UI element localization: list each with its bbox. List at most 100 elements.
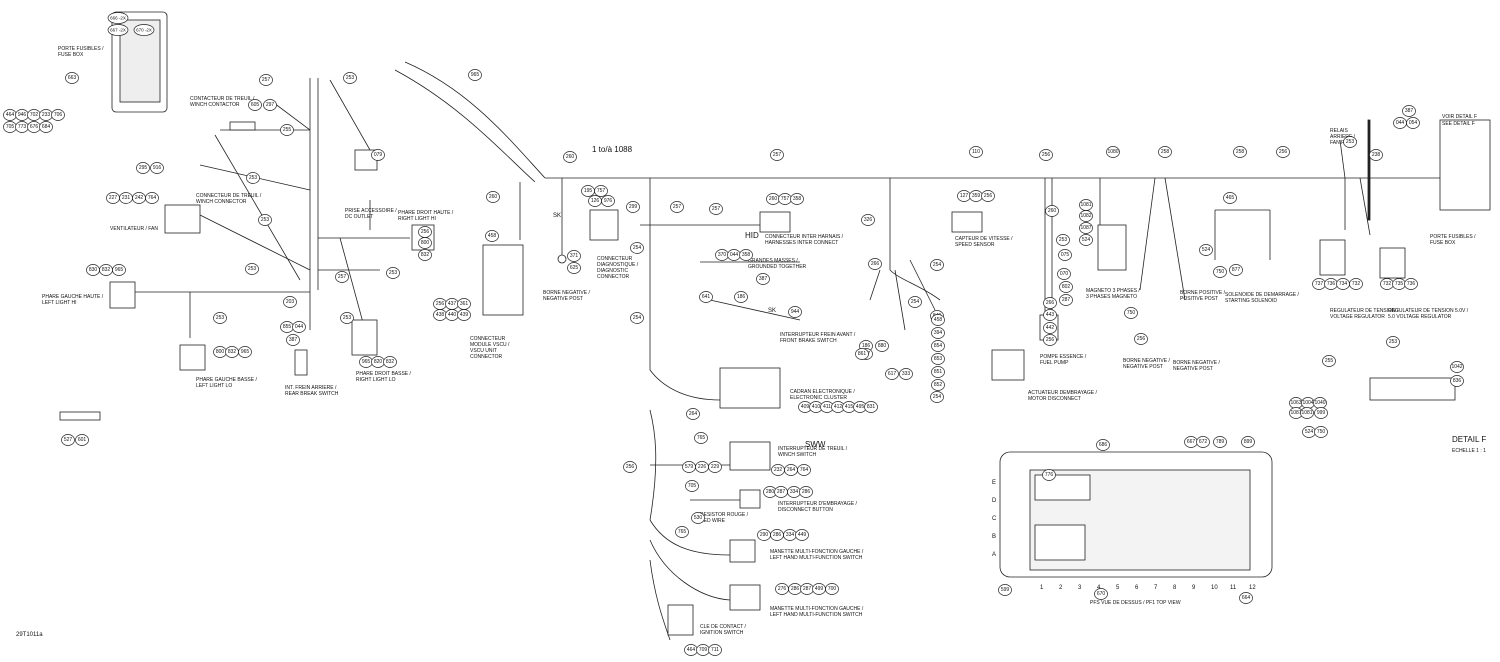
label-diag: DIAGNOSTIQUE / [597, 262, 639, 268]
ref-number: 666 -2X [110, 16, 126, 21]
ref-bubble: 800 [418, 237, 432, 249]
ref-bubble: 802 [1059, 281, 1073, 293]
grid-col-label: 2 [1059, 585, 1063, 591]
ref-bubble: 737 [1312, 278, 1326, 290]
left-lo-shape [179, 344, 206, 371]
ref-bubble-outline [1043, 334, 1057, 346]
ref-bubble-outline [1213, 436, 1227, 448]
left-multi2-shape [729, 584, 761, 611]
ref-number: 359 [972, 193, 981, 199]
label-dc-outlet: DC OUTLET [345, 214, 373, 220]
ref-bubble-outline [1322, 355, 1336, 367]
ref-bubble-outline [708, 461, 722, 473]
ref-bubble: 126 [588, 195, 602, 207]
ref-bubble-outline [875, 340, 889, 352]
label-diag: DIAGNOSTIC [597, 268, 629, 274]
ref-bubble: 253 [258, 214, 272, 226]
ref-number: 253 [389, 270, 398, 276]
ref-bubble: 976 [601, 195, 615, 207]
ref-bubble: 877 [1229, 264, 1243, 276]
ref-bubble: 599 [998, 584, 1012, 596]
ref-bubble: 852 [931, 379, 945, 391]
ref-bubble: 256 [418, 226, 432, 238]
label-fuse-box-tl: PORTE FUSIBLES / [58, 46, 104, 52]
ref-number: 1087 [1080, 225, 1091, 231]
ref-bubble: 233 [39, 109, 53, 121]
ref-bubble-outline [65, 72, 79, 84]
ref-bubble-outline [797, 464, 811, 476]
ref-bubble: 286 [788, 583, 802, 595]
ref-bubble: 524 [1079, 234, 1093, 246]
ref-bubble: 670 [1094, 588, 1108, 600]
label-left-multi2: LEFT HAND MULTI-FUNCTION SWITCH [770, 612, 863, 618]
ref-bubble-outline [263, 99, 277, 111]
ref-bubble-outline [981, 190, 995, 202]
ref-bubble-outline [930, 259, 944, 271]
ref-bubble: 750 [1213, 266, 1227, 278]
ref-bubble: 449 [795, 529, 809, 541]
ref-bubble-outline [563, 151, 577, 163]
ref-bubble: 706 [51, 109, 65, 121]
ref-bubble-outline [1229, 264, 1243, 276]
grid-col-label: 3 [1078, 585, 1082, 591]
ref-bubble-outline [1406, 117, 1420, 129]
ref-number: 802 [1062, 284, 1071, 290]
ref-bubble-outline [340, 312, 354, 324]
ref-bubble-outline [259, 74, 273, 86]
ref-number: 465 [1226, 195, 1235, 201]
ref-bubble: 965 [359, 356, 373, 368]
ref-bubble-outline [258, 214, 272, 226]
harness-connector-shape [759, 211, 791, 233]
ref-bubble: 127 [957, 190, 971, 202]
ref-number: 257 [338, 274, 347, 280]
ref-bubble-outline [107, 24, 129, 36]
ref-bubble-outline [343, 72, 357, 84]
ref-bubble: 256 [1039, 149, 1053, 161]
see-detail-en: SEE DETAIL F [1442, 121, 1475, 127]
ref-bubble-outline [145, 192, 159, 204]
ref-bubble-outline [1369, 149, 1383, 161]
ref-bubble-outline [1233, 146, 1247, 158]
grid-col-label: 11 [1230, 585, 1237, 591]
ref-bubble: 709 [696, 644, 710, 656]
ref-bubble: 258 [1158, 146, 1172, 158]
ref-number: 852 [934, 382, 943, 388]
ref-bubble-outline [1241, 436, 1255, 448]
label-front-brake: FRONT BRAKE SWITCH [780, 338, 837, 344]
relay-shape-2 [1379, 247, 1406, 279]
label-neg-post3: NEGATIVE POST [1173, 366, 1213, 372]
ref-bubble-outline [468, 69, 482, 81]
ref-number: 664 [1242, 595, 1251, 601]
ref-number: 449 [798, 532, 807, 538]
ref-bubble: 899 [1241, 436, 1255, 448]
ref-bubble: 227 [106, 192, 120, 204]
ref-number: 663 [68, 75, 77, 81]
ref-number: 601 [78, 437, 87, 443]
ref-bubble-outline [371, 149, 385, 161]
ref-bubble: 437 [445, 298, 459, 310]
ref-bubble: 387 [756, 273, 770, 285]
ref-number: 280 [766, 489, 775, 495]
ref-number: 256 [1279, 149, 1288, 155]
fuse-box-right-shape [1439, 119, 1491, 211]
ref-number: 276 [778, 586, 787, 592]
ref-bubble: 255 [1322, 355, 1336, 367]
ref-number: 1082 [1080, 213, 1091, 219]
label-fuse-box-tl: FUSE BOX [58, 52, 84, 58]
ref-number: 750 [1317, 429, 1326, 435]
ref-bubble: 256 [1134, 333, 1148, 345]
ref-bubble-outline [855, 348, 869, 360]
ref-bubble: 965 [112, 264, 126, 276]
component-shapes [59, 11, 1491, 636]
ref-bubble-outline [1124, 307, 1138, 319]
label-fuse-box-r: FUSE BOX [1430, 240, 1456, 246]
ref-bubble-outline [1404, 278, 1418, 290]
ref-number: 290 [760, 532, 769, 538]
ref-bubble: 257 [770, 149, 784, 161]
ref-number: 1042 [1451, 364, 1462, 370]
ref-number: 676 [30, 124, 39, 130]
label-left-multi: MANETTE MULTI-FONCTION GAUCHE / [770, 549, 864, 555]
ref-bubble: 044 [1393, 117, 1407, 129]
